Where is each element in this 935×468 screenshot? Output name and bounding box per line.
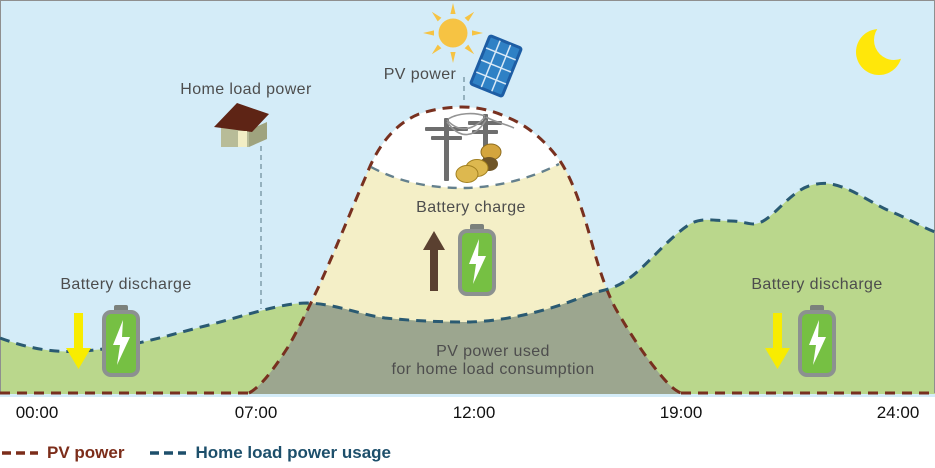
pv-used-label: PV power used for home load consumption [392,343,595,379]
diagram-canvas [0,0,935,397]
pv-used-label-line2: for home load consumption [391,361,595,378]
legend-item-home-load: Home load power usage [150,443,391,463]
house-icon [214,103,269,147]
home-load-region [0,183,935,394]
home-load-power-label: Home load power [180,81,312,98]
arrow-down-right-icon [765,313,790,369]
home-load-dash-swatch [150,451,187,455]
solar-panel-icon [469,34,523,98]
axis-tick-1900: 19:00 [659,403,703,422]
pv-power-label: PV power [383,66,457,83]
battery-charge-icon [458,224,496,296]
battery-discharge-left-label: Battery discharge [60,276,192,293]
battery-charge-label: Battery charge [416,199,526,216]
axis-tick-0000: 00:00 [15,403,59,422]
axis-tick-1200: 12:00 [452,403,496,422]
sun-icon [423,3,483,63]
axis-tick-0700: 07:00 [234,403,278,422]
legend-label-pv-power: PV power [47,443,125,462]
home-load-curve [0,181,935,353]
legend-label-home-load: Home load power usage [195,443,392,462]
pv-dash-swatch [2,451,38,455]
arrow-up-icon [423,231,445,291]
legend-item-pv-power: PV power [2,443,124,463]
pv-used-label-line1: PV power used [436,343,550,360]
battery-discharge-left-icon [102,305,140,377]
arrow-down-left-icon [66,313,91,369]
pv-power-curve [0,105,935,395]
battery-discharge-right-icon [798,305,836,377]
coins-icon [455,143,502,183]
axis-tick-2400: 24:00 [876,403,920,422]
grid-sell-arc [370,162,560,190]
legend: PV power Home load power usage [2,443,391,463]
moon-icon [856,20,914,75]
battery-discharge-right-label: Battery discharge [751,276,883,293]
